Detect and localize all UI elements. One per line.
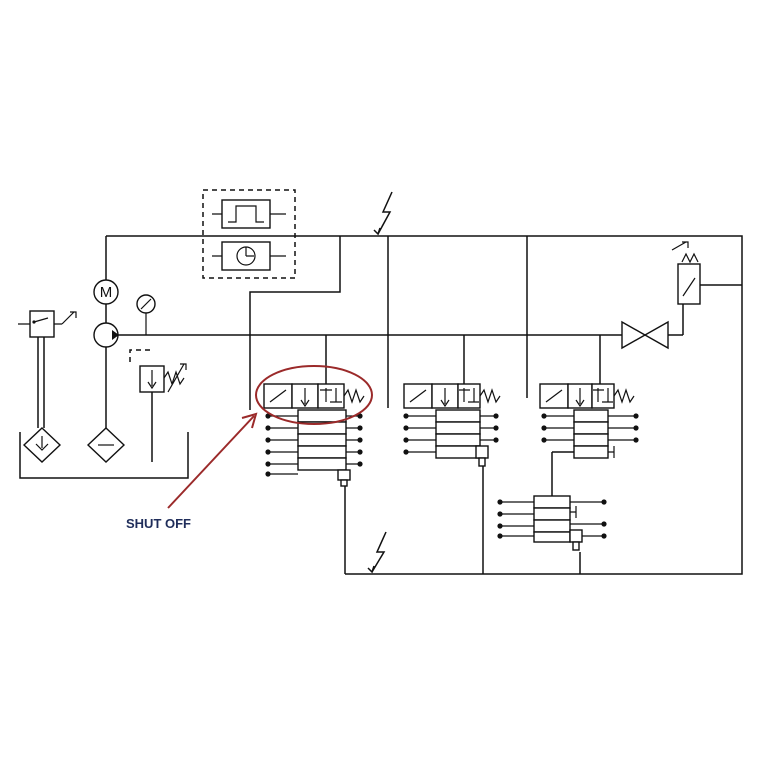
pump-icon xyxy=(93,322,119,348)
valve-manifold-3 xyxy=(541,409,639,459)
pressure-gauge-icon xyxy=(136,294,156,335)
ball-valve-icon xyxy=(621,320,669,350)
lightning-icon xyxy=(367,531,387,574)
motor-icon: M xyxy=(93,279,119,305)
filter-icon xyxy=(22,427,62,463)
solenoid-valve-icon xyxy=(263,383,365,409)
lightning-icon xyxy=(373,191,393,236)
valve-manifold-2 xyxy=(403,409,499,467)
motor-letter: M xyxy=(100,284,113,301)
reservoir-tank xyxy=(19,432,189,479)
shut-off-arrow xyxy=(167,412,258,509)
shut-off-label: SHUT OFF xyxy=(126,516,191,531)
relief-valve-icon xyxy=(129,349,187,462)
solenoid-valve-icon xyxy=(539,383,635,409)
filter-icon xyxy=(86,427,126,463)
pressure-switch-icon xyxy=(671,241,701,305)
valve-manifold-4 xyxy=(497,495,607,551)
valve-manifold-1 xyxy=(265,409,363,487)
shut-off-highlight-ring xyxy=(255,365,373,425)
timer-relay-icon xyxy=(202,189,296,279)
level-switch-icon xyxy=(18,310,77,428)
solenoid-valve-icon xyxy=(403,383,501,409)
